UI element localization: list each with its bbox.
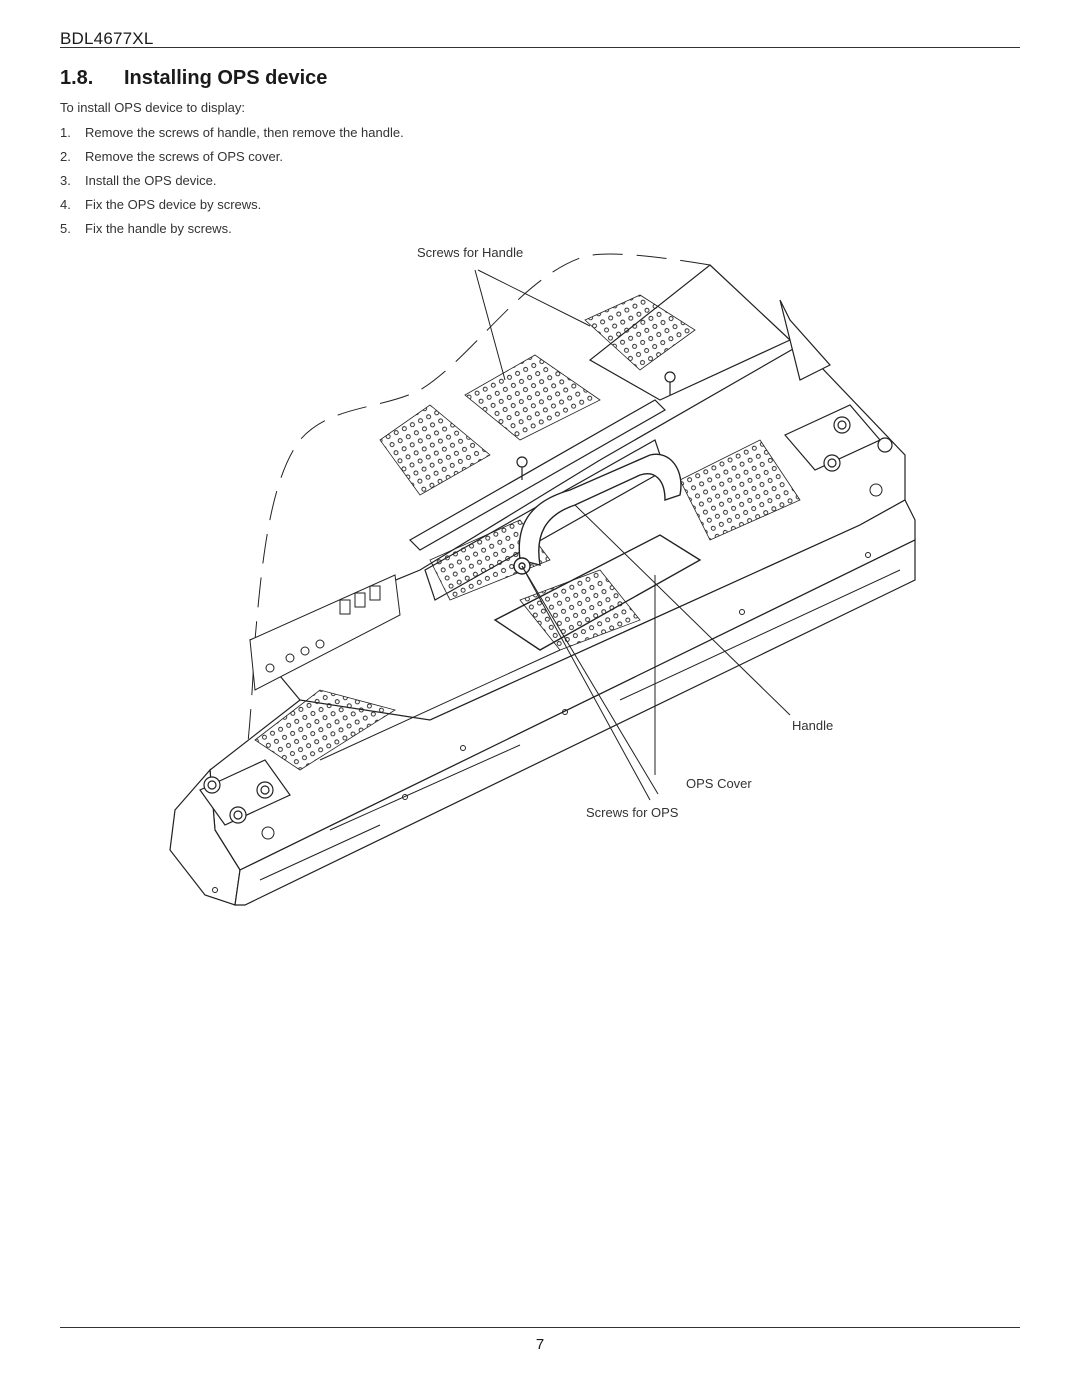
section-heading: 1.8. Installing OPS device [60, 67, 327, 90]
step-number: 3. [60, 173, 71, 188]
step-item: 1. Remove the screws of handle, then remo… [60, 124, 404, 148]
step-item: 4. Fix the OPS device by screws. [60, 196, 404, 220]
page-number: 7 [535, 1336, 545, 1353]
step-text: Remove the screws of handle, then remove… [85, 125, 404, 140]
step-text: Install the OPS device. [85, 173, 217, 188]
steps-list: 1. Remove the screws of handle, then remo… [60, 124, 404, 244]
leader-lines [474, 269, 791, 801]
header-rule [60, 47, 1020, 48]
step-number: 1. [60, 125, 71, 140]
step-text: Fix the OPS device by screws. [85, 197, 262, 212]
intro-text: To install OPS device to display: [60, 100, 245, 115]
step-item: 5. Fix the handle by screws. [60, 220, 404, 244]
footer-rule [60, 1327, 1020, 1328]
handle [493, 453, 702, 651]
step-number: 4. [60, 197, 71, 212]
step-number: 5. [60, 221, 71, 236]
header-model: BDL4677XL [60, 29, 154, 48]
section-number: 1.8. [60, 67, 94, 89]
callout-screws-ops: Screws for OPS [586, 805, 679, 820]
callout-handle: Handle [792, 718, 834, 733]
frame-details [212, 483, 901, 893]
step-text: Remove the screws of OPS cover. [85, 149, 283, 164]
connector-panel [249, 574, 401, 691]
ops-install-diagram [169, 253, 916, 906]
section-title: Installing OPS device [124, 67, 328, 89]
callout-screws-handle: Screws for Handle [417, 245, 524, 260]
mounting-feet [199, 404, 893, 826]
callout-ops-cover: OPS Cover [686, 776, 752, 791]
step-item: 2. Remove the screws of OPS cover. [60, 148, 404, 172]
step-text: Fix the handle by screws. [85, 221, 232, 236]
screws [516, 371, 676, 480]
step-number: 2. [60, 149, 71, 164]
step-item: 3. Install the OPS device. [60, 172, 404, 196]
